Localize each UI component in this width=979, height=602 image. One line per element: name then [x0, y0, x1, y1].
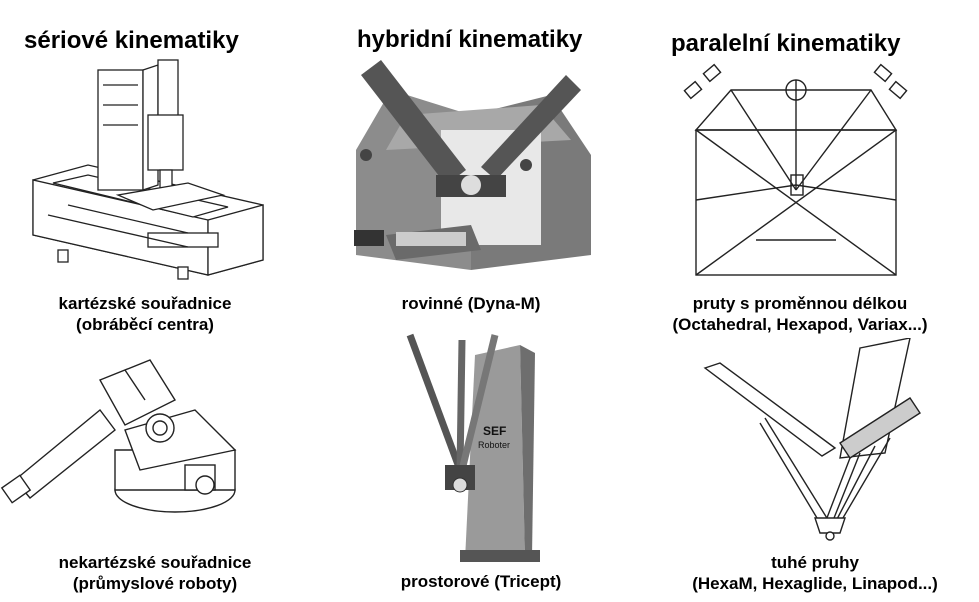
caption-cartesian-line1: kartézské souřadnice	[58, 294, 232, 313]
caption-cartesian: kartézské souřadnice (obráběcí centra)	[20, 293, 270, 335]
caption-spatial: prostorové (Tricept)	[376, 571, 586, 592]
caption-non-cartesian: nekartézské souřadnice (průmyslové robot…	[20, 552, 290, 594]
dyna-m-illustration	[354, 60, 591, 270]
caption-rigid-struts-line2: (HexaM, Hexaglide, Linapod...)	[692, 574, 938, 593]
caption-cartesian-line2: (obráběcí centra)	[76, 315, 214, 334]
caption-spatial-line1: prostorové (Tricept)	[400, 572, 562, 591]
machining-center-illustration	[32, 59, 264, 280]
caption-variable-struts-line1: pruty s proměnnou délkou	[692, 294, 908, 313]
header-serial-kinematics: sériové kinematiky	[24, 27, 239, 54]
rigid-struts-illustration	[703, 338, 921, 541]
tricept-illustration: SEF Roboter	[406, 333, 540, 562]
header-parallel-kinematics: paralelní kinematiky	[671, 30, 901, 57]
header-hybrid-kinematics: hybridní kinematiky	[357, 26, 583, 53]
caption-planar-line1: rovinné (Dyna-M)	[401, 294, 541, 313]
industrial-robot-illustration	[0, 359, 237, 513]
caption-rigid-struts-line1: tuhé pruhy	[771, 553, 859, 572]
caption-planar: rovinné (Dyna-M)	[366, 293, 576, 314]
tricept-brand: SEF	[483, 424, 506, 438]
caption-variable-struts-line2: (Octahedral, Hexapod, Variax...)	[672, 315, 928, 334]
caption-rigid-struts: tuhé pruhy (HexaM, Hexaglide, Linapod...…	[660, 552, 970, 594]
caption-non-cartesian-line2: (průmyslové roboty)	[72, 574, 238, 593]
hexapod-frame-illustration	[683, 63, 908, 276]
tricept-subtitle: Roboter	[478, 440, 510, 450]
caption-non-cartesian-line1: nekartézské souřadnice	[58, 553, 252, 572]
caption-variable-struts: pruty s proměnnou délkou (Octahedral, He…	[640, 293, 960, 335]
